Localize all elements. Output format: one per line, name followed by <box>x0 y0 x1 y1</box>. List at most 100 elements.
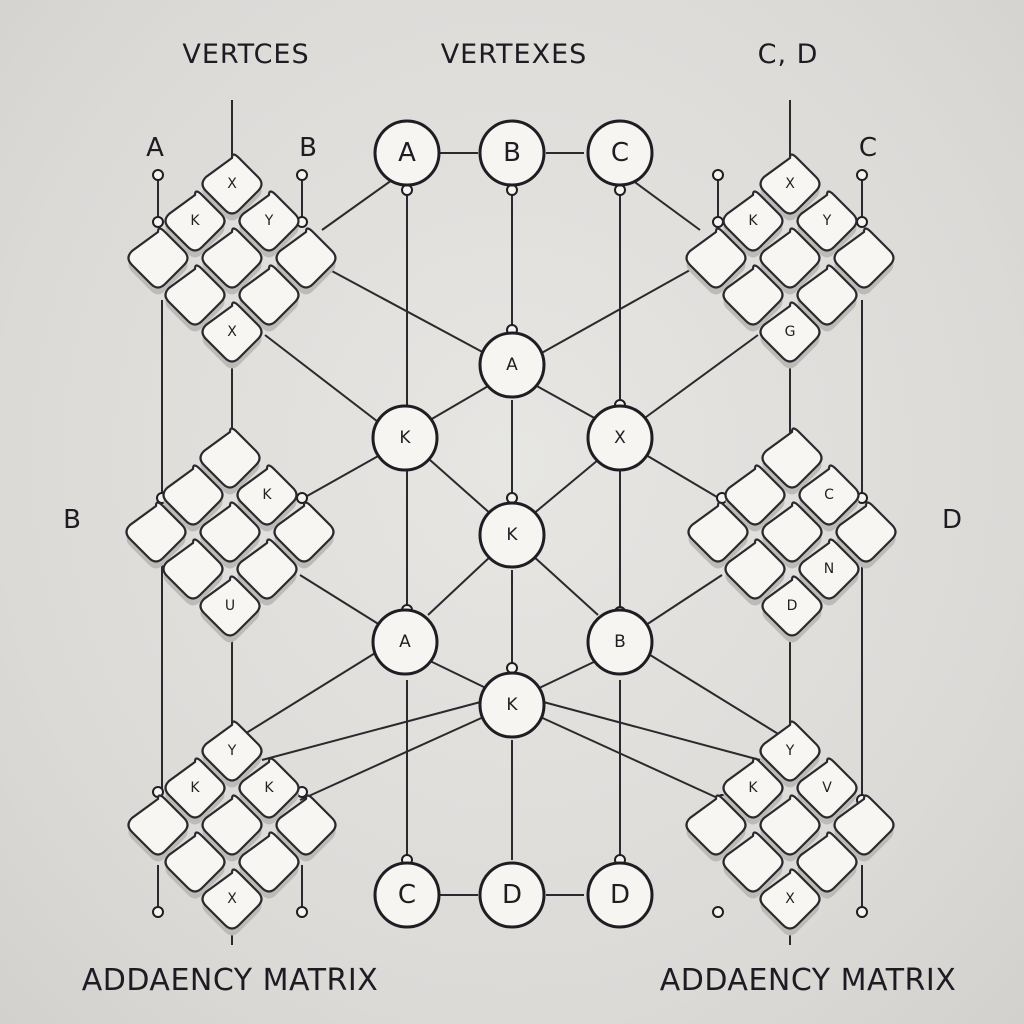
matrix-cell[interactable] <box>761 427 823 495</box>
matrix-cell[interactable] <box>162 464 224 532</box>
matrix-cell-label: C <box>824 487 834 503</box>
label-b-middle-left: B <box>63 505 81 535</box>
matrix-cell[interactable] <box>724 464 786 532</box>
matrix-cell-face <box>199 427 261 489</box>
matrix-cell[interactable] <box>127 227 189 295</box>
matrix-cell[interactable] <box>236 538 298 606</box>
matrix-cell-face <box>833 227 895 289</box>
label-b-top-left: B <box>299 133 317 163</box>
connector-pin <box>856 216 868 228</box>
center-node-a-top[interactable]: A <box>478 331 546 399</box>
top-vertex-a[interactable]: A <box>373 119 441 187</box>
center-node-k-left[interactable]: K <box>371 404 439 472</box>
matrix-cell-label: U <box>225 598 235 614</box>
matrix-cell[interactable]: K <box>164 190 226 258</box>
matrix-cell[interactable] <box>724 538 786 606</box>
matrix-cell[interactable] <box>238 831 300 899</box>
matrix-cell[interactable]: C <box>798 464 860 532</box>
matrix-cell[interactable]: Y <box>759 720 821 788</box>
matrix-cell[interactable] <box>201 227 263 295</box>
svg-text:B: B <box>503 138 521 168</box>
matrix-cell[interactable]: D <box>761 575 823 643</box>
center-node-k-middle[interactable]: K <box>478 501 546 569</box>
matrix-cell[interactable]: Y <box>201 720 263 788</box>
matrix-cell[interactable] <box>164 831 226 899</box>
matrix-cell[interactable] <box>685 227 747 295</box>
matrix-cell[interactable]: Y <box>238 190 300 258</box>
matrix-cell[interactable] <box>761 501 823 569</box>
matrix-cell[interactable] <box>162 538 224 606</box>
svg-text:K: K <box>506 695 518 715</box>
matrix-cell[interactable] <box>275 227 337 295</box>
matrix-cell-label: X <box>227 176 237 192</box>
matrix-cell-face <box>759 227 821 289</box>
center-node-a-lower[interactable]: A <box>371 608 439 676</box>
matrix-cell[interactable] <box>127 794 189 862</box>
matrix-cell-label: K <box>190 213 200 229</box>
matrix-cell[interactable]: X <box>759 868 821 936</box>
matrix-cell[interactable] <box>722 831 784 899</box>
center-node-k-bottom[interactable]: K <box>478 671 546 739</box>
matrix-cell-label: K <box>748 213 758 229</box>
svg-text:B: B <box>614 632 626 652</box>
connector-pin <box>712 169 724 181</box>
matrix-cell[interactable]: X <box>201 301 263 369</box>
matrix-cell-face <box>238 757 300 819</box>
matrix-cell[interactable]: K <box>722 190 784 258</box>
matrix-middle-right: C ND <box>687 427 897 643</box>
matrix-cell[interactable]: X <box>201 868 263 936</box>
matrix-cell-label: K <box>748 780 758 796</box>
matrix-cell[interactable] <box>722 264 784 332</box>
matrix-cell[interactable] <box>833 794 895 862</box>
center-node-b-lower[interactable]: B <box>586 608 654 676</box>
matrix-cell[interactable] <box>687 501 749 569</box>
top-vertex-c[interactable]: C <box>586 119 654 187</box>
matrix-cell[interactable]: X <box>759 153 821 221</box>
matrix-top-right: XY K G <box>685 153 895 369</box>
matrix-cell[interactable]: K <box>722 757 784 825</box>
matrix-cell[interactable] <box>201 794 263 862</box>
matrix-cell[interactable] <box>199 501 261 569</box>
matrix-cell-label: V <box>822 780 832 796</box>
matrix-cell[interactable]: K <box>236 464 298 532</box>
label-d-middle-right: D <box>942 505 962 535</box>
matrix-cell[interactable] <box>796 831 858 899</box>
bottom-vertex-d-center[interactable]: D <box>478 861 546 929</box>
matrix-cell[interactable]: V <box>796 757 858 825</box>
matrix-cell[interactable] <box>275 794 337 862</box>
matrix-bottom-right: YV K X <box>685 720 895 936</box>
matrix-cell[interactable]: U <box>199 575 261 643</box>
matrix-cell[interactable]: X <box>201 153 263 221</box>
matrix-cell[interactable] <box>164 264 226 332</box>
bottom-vertex-d-right[interactable]: D <box>586 861 654 929</box>
top-vertex-b[interactable]: B <box>478 119 546 187</box>
matrix-cell[interactable]: K <box>238 757 300 825</box>
matrix-cell[interactable] <box>125 501 187 569</box>
matrix-cell-label: Y <box>227 743 237 759</box>
matrix-cell-face <box>759 794 821 856</box>
matrix-cell[interactable]: N <box>798 538 860 606</box>
matrix-cell-face <box>724 538 786 600</box>
matrix-cell-label: K <box>190 780 200 796</box>
matrix-cell-face <box>759 301 821 363</box>
matrix-cell[interactable]: K <box>164 757 226 825</box>
matrix-cell[interactable]: G <box>759 301 821 369</box>
matrix-cell[interactable] <box>835 501 897 569</box>
matrix-cell-face <box>238 190 300 252</box>
matrix-cell[interactable] <box>796 264 858 332</box>
matrix-cell[interactable] <box>199 427 261 495</box>
matrix-cell[interactable] <box>685 794 747 862</box>
matrix-cell[interactable] <box>759 794 821 862</box>
center-node-x-right[interactable]: X <box>586 404 654 472</box>
matrix-cell[interactable] <box>833 227 895 295</box>
matrix-cell-label: Y <box>822 213 832 229</box>
bottom-vertex-c[interactable]: C <box>373 861 441 929</box>
matrix-cell[interactable] <box>759 227 821 295</box>
matrix-cell[interactable] <box>273 501 335 569</box>
matrix-cell[interactable]: Y <box>796 190 858 258</box>
connector-pin <box>296 169 308 181</box>
matrix-cell[interactable] <box>238 264 300 332</box>
matrix-cell-face <box>796 757 858 819</box>
